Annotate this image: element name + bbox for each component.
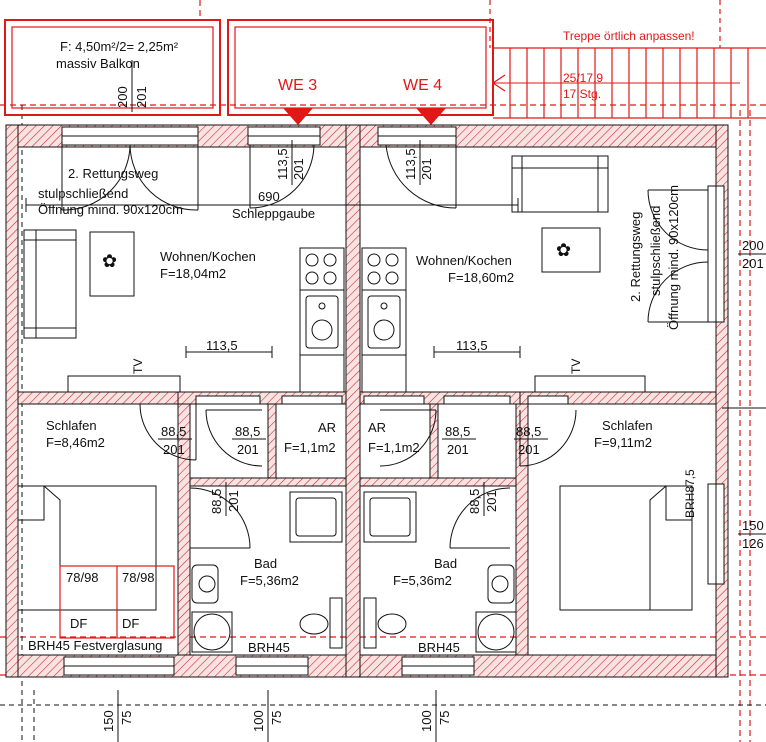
skylight-2-size: 78/98 <box>122 570 155 585</box>
tv-label-left: TV <box>131 359 145 374</box>
black-dashed-guides <box>0 105 766 742</box>
escape-note-right-3: Öffnung mind. 90x120cm <box>666 185 681 330</box>
door-dims <box>158 438 548 516</box>
room-area-storage-right: F=1,1m2 <box>368 440 420 455</box>
dormer-label: Schleppgaube <box>232 206 315 221</box>
balcony-door-height: 201 <box>134 86 149 108</box>
entry-right-door-width: 113,5 <box>403 148 418 180</box>
escape-note-right-2: stulpschließend <box>648 206 663 296</box>
room-area-living-left: F=18,04m2 <box>160 266 226 281</box>
stairs-note: Treppe örtlich anpassen! <box>563 29 695 43</box>
bath-left-door-height: 201 <box>226 490 241 512</box>
walls <box>5 124 729 678</box>
room-name-living-left: Wohnen/Kochen <box>160 249 256 264</box>
bed-left-door-width: 88,5 <box>161 424 186 439</box>
room-name-bedroom-left: Schlafen <box>46 418 97 433</box>
brh-bath-left: BRH45 <box>248 640 290 655</box>
entry-arrow-we3-icon <box>283 108 313 125</box>
bottom-2-width: 100 <box>251 710 266 732</box>
skylights <box>59 565 175 639</box>
balcony-area: F: 4,50m²/2= 2,25m² <box>60 39 179 54</box>
apartment-label-we4: WE 4 <box>403 77 442 94</box>
ar-left-door-height: 201 <box>237 442 259 457</box>
room-labels: Wohnen/Kochen F=18,04m2 Wohnen/Kochen F=… <box>46 249 653 588</box>
bed-right-door-width: 88,5 <box>516 424 541 439</box>
bottom-dim-ticks <box>117 690 437 742</box>
stairs-ratio: 25/17,9 <box>563 71 603 85</box>
room-area-storage-left: F=1,1m2 <box>284 440 336 455</box>
stairs-steps: 17 Stg. <box>563 87 601 101</box>
room-name-bedroom-right: Schlafen <box>602 418 653 433</box>
tv-label-right: TV <box>569 359 583 374</box>
entry-left-door-height: 201 <box>291 158 306 180</box>
room-area-bedroom-right: F=9,11m2 <box>594 435 652 450</box>
stairs <box>489 0 766 119</box>
door-swings <box>61 144 709 549</box>
room-name-living-right: Wohnen/Kochen <box>416 253 512 268</box>
balcony-door-width: 200 <box>115 86 130 108</box>
right-lower-height: 126 <box>742 536 764 551</box>
window-frames <box>62 135 717 667</box>
escape-note-left-3: Öffnung mind. 90x120cm <box>38 202 183 217</box>
right-window-width: 200 <box>742 238 764 253</box>
bottom-1-height: 75 <box>119 711 134 725</box>
plant-right-icon: ✿ <box>556 240 571 260</box>
room-name-bath-right: Bad <box>434 556 457 571</box>
furniture <box>17 155 693 653</box>
ar-right-door-height: 201 <box>447 442 469 457</box>
room-area-bath-right: F=5,36m2 <box>393 573 452 588</box>
plant-left-icon: ✿ <box>102 251 117 271</box>
terrace <box>227 19 494 116</box>
bottom-1-width: 150 <box>101 710 116 732</box>
room-area-bedroom-left: F=8,46m2 <box>46 435 105 450</box>
entry-left-door-width: 113,5 <box>275 148 290 180</box>
escape-note-right-1: 2. Rettungsweg <box>628 212 643 302</box>
bottom-2-height: 75 <box>269 711 284 725</box>
entry-right-door-height: 201 <box>419 158 434 180</box>
right-window-height: 201 <box>742 256 764 271</box>
brh-right-window: BRH87,5 <box>683 469 697 518</box>
bottom-3-width: 100 <box>419 710 434 732</box>
bath-right-door-height: 201 <box>484 490 499 512</box>
dimension-lines <box>25 198 766 409</box>
escape-note-left-2: stulpschließend <box>38 186 128 201</box>
room-name-bath-left: Bad <box>254 556 277 571</box>
ar-right-door-width: 88,5 <box>445 424 470 439</box>
bottom-3-height: 75 <box>437 711 452 725</box>
living-right-span: 113,5 <box>456 338 488 353</box>
entry-arrow-we4-icon <box>416 108 446 125</box>
room-name-storage-right: AR <box>368 420 386 435</box>
skylight-1-size: 78/98 <box>66 570 99 585</box>
apartment-label-we3: WE 3 <box>278 77 317 94</box>
bath-right-door-width: 88,5 <box>467 489 482 514</box>
living-left-span: 113,5 <box>206 338 238 353</box>
skylight-2-type: DF <box>122 616 139 631</box>
bed-right-door-height: 201 <box>518 442 540 457</box>
brh-bath-right: BRH45 <box>418 640 460 655</box>
fixed-glazing-label: BRH45 Festverglasung <box>28 638 162 653</box>
right-lower-width: 150 <box>742 518 764 533</box>
room-area-living-right: F=18,60m2 <box>448 270 514 285</box>
ar-left-door-width: 88,5 <box>235 424 260 439</box>
dormer-width: 690 <box>258 189 280 204</box>
escape-note-left-1: 2. Rettungsweg <box>68 166 158 181</box>
balcony: F: 4,50m²/2= 2,25m² massiv Balkon 200 20… <box>4 19 221 116</box>
room-name-storage-left: AR <box>318 420 336 435</box>
skylight-1-type: DF <box>70 616 87 631</box>
bed-left-door-height: 201 <box>163 442 185 457</box>
bath-left-door-width: 88,5 <box>209 489 224 514</box>
balcony-type: massiv Balkon <box>56 56 140 71</box>
room-area-bath-left: F=5,36m2 <box>240 573 299 588</box>
